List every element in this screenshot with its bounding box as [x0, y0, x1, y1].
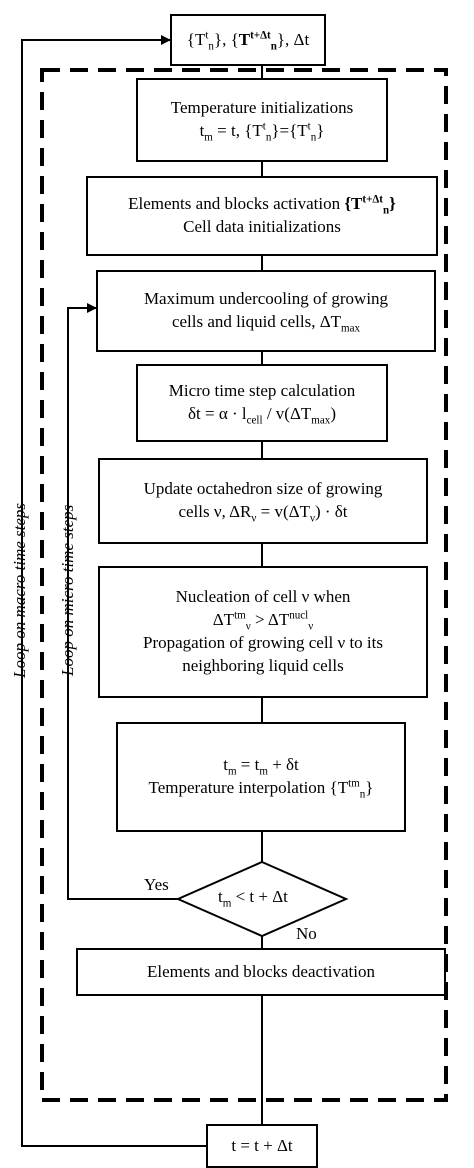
decision-condition: tm < t + Δt [218, 887, 288, 910]
temperature-init-box: Temperature initializations tm = t, {Ttn… [136, 78, 388, 162]
activation-title: Elements and blocks activation {Tt+Δtn} [128, 193, 396, 217]
micro-loop-label: Loop on micro time steps [58, 504, 77, 676]
temperature-init-formula: tm = t, {Ttn}={Ttn} [199, 120, 325, 144]
interpolation-box: tm = tm + δt Temperature interpolation {… [116, 722, 406, 832]
nucleation-condition: ΔTtmν > ΔTnuclν [212, 609, 314, 633]
inputs-label: {Ttn}, {Tt+Δtn}, Δt [186, 28, 310, 52]
decision-diamond [175, 860, 349, 938]
nucleation-line1: Nucleation of cell ν when [175, 587, 351, 607]
nucleation-box: Nucleation of cell ν when ΔTtmν > ΔTnucl… [98, 566, 428, 698]
macro-update-box: t = t + Δt [206, 1124, 318, 1168]
micro-loop-frame [40, 68, 448, 1102]
activation-box: Elements and blocks activation {Tt+Δtn} … [86, 176, 438, 256]
decision-yes-label: Yes [144, 875, 169, 894]
octahedron-line1: Update octahedron size of growing [143, 479, 383, 499]
nucleation-line3: Propagation of growing cell ν to its [143, 633, 383, 652]
undercooling-line1: Maximum undercooling of growing [143, 289, 389, 309]
interpolation-formula: tm = tm + δt [223, 755, 299, 778]
micro-step-formula: δt = α · lcell / v(ΔTmax) [188, 404, 336, 427]
octahedron-box: Update octahedron size of growing cells … [98, 458, 428, 544]
macro-loop-arrow [21, 35, 206, 1147]
nucleation-line4: neighboring liquid cells [182, 655, 344, 675]
micro-step-title: Micro time step calculation [168, 381, 356, 401]
temperature-init-title: Temperature initializations [170, 98, 354, 118]
micro-loop-arrow [67, 303, 178, 900]
octahedron-line2: cells ν, ΔRν = v(ΔTν) · δt [178, 502, 348, 525]
deactivation-box: Elements and blocks deactivation [76, 948, 446, 996]
interpolation-title: Temperature interpolation {Ttmn} [148, 777, 374, 801]
micro-step-box: Micro time step calculation δt = α · lce… [136, 364, 388, 442]
decision-no-label: No [296, 924, 317, 943]
macro-loop-label: Loop on macro time steps [10, 502, 29, 678]
macro-update-label: t = t + Δt [231, 1135, 293, 1155]
undercooling-box: Maximum undercooling of growing cells an… [96, 270, 436, 352]
deactivation-label: Elements and blocks deactivation [146, 961, 375, 981]
undercooling-line2: cells and liquid cells, ΔTmax [171, 312, 361, 335]
inputs-box: {Ttn}, {Tt+Δtn}, Δt [170, 14, 326, 66]
activation-subtitle: Cell data initializations [183, 217, 341, 236]
